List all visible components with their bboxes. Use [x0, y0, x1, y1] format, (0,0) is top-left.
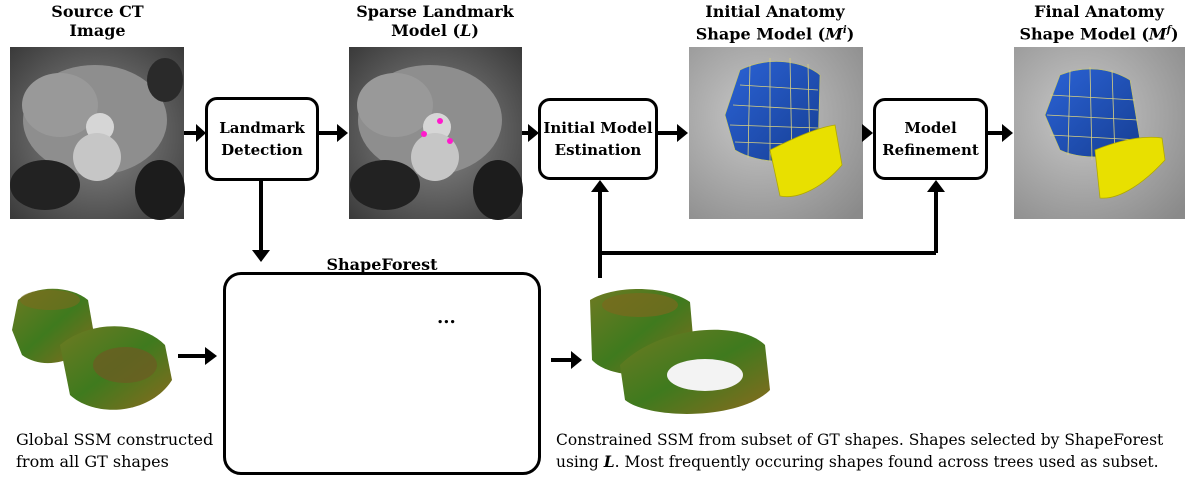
constrained-ssm-mesh	[590, 288, 770, 414]
model-refinement-line2: Refinement	[882, 141, 979, 159]
sparse-landmark-title: Sparse Landmark Model (L)	[345, 2, 525, 40]
landmark-detection-line1: Landmark	[219, 119, 305, 137]
initial-model-title-line2: Shape Model (	[695, 24, 826, 44]
landmark-point	[421, 131, 427, 137]
landmark-detection-line2: Detection	[221, 141, 303, 159]
initial-model-line2: Estination	[554, 141, 642, 159]
sparse-landmark-image	[349, 47, 523, 220]
caption-line2-post: . Most frequently occuring shapes found …	[614, 453, 1159, 471]
source-ct-title: Source CT Image	[20, 2, 175, 40]
constrained-ssm-caption: Constrained SSM from subset of GT shapes…	[556, 429, 1163, 473]
symbol-sup-i: i	[842, 25, 847, 36]
final-shape-model-image	[1014, 47, 1185, 219]
source-ct-image	[10, 47, 185, 220]
symbol-m: M	[1148, 24, 1167, 44]
initial-model-title: Initial Anatomy Shape Model (Mi)	[680, 2, 870, 43]
trees-ellipsis: ...	[437, 307, 456, 328]
global-ssm-caption: Global SSM constructed from all GT shape…	[16, 429, 213, 473]
final-model-title: Final Anatomy Shape Model (Mf)	[1010, 2, 1188, 43]
symbol-l: L	[460, 21, 472, 40]
source-ct-title-line2: Image	[69, 21, 126, 40]
final-model-title-line1: Final Anatomy	[1034, 2, 1164, 21]
final-model-title-line2: Shape Model (	[1019, 24, 1149, 44]
symbol-m: M	[825, 24, 843, 44]
shapeforest-title: ShapeForest	[326, 255, 438, 274]
initial-shape-model-image	[689, 47, 863, 219]
global-ssm-caption-line1: Global SSM constructed	[16, 430, 214, 449]
initial-model-title-line1: Initial Anatomy	[705, 2, 845, 21]
initial-model-line1: Initial Model	[543, 119, 653, 137]
constrained-ssm-caption-line1: Constrained SSM from subset of GT shapes…	[556, 431, 1164, 449]
sparse-landmark-title-line1: Sparse Landmark	[356, 2, 514, 21]
landmark-point	[437, 118, 443, 124]
sparse-landmark-title-line2: Model (	[391, 21, 461, 40]
global-ssm-mesh	[12, 288, 172, 410]
flow-arrows	[178, 124, 1013, 369]
symbol-sup-f: f	[1166, 25, 1171, 36]
shapeforest-box	[223, 272, 541, 475]
caption-line2-pre: using	[556, 453, 604, 471]
global-ssm-caption-line2: from all GT shapes	[16, 452, 169, 471]
source-ct-title-line1: Source CT	[51, 2, 144, 21]
landmark-point	[447, 138, 453, 144]
model-refinement-line1: Model	[904, 119, 957, 137]
symbol-l: L	[603, 452, 615, 471]
